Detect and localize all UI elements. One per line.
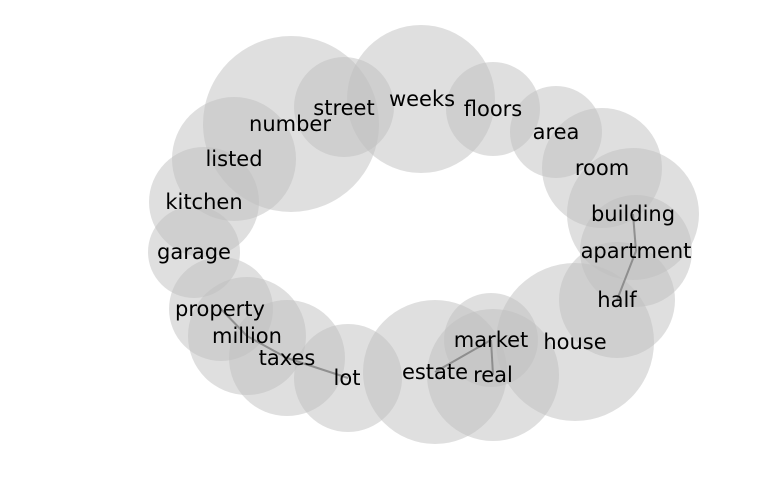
word-label-lot: lot <box>334 366 361 390</box>
edge-estate-market <box>434 339 492 373</box>
word-label-estate: estate <box>402 360 468 384</box>
word-label-weeks: weeks <box>389 87 455 111</box>
word-label-listed: listed <box>205 147 262 171</box>
word-label-real: real <box>473 363 513 387</box>
edge-property-million <box>220 308 248 337</box>
word-label-garage: garage <box>157 240 231 264</box>
word-label-apartment: apartment <box>581 239 692 263</box>
word-label-number: number <box>249 112 331 136</box>
edge-building-apartment <box>632 213 637 252</box>
edge-taxes-lot <box>286 357 349 379</box>
word-label-kitchen: kitchen <box>165 190 242 214</box>
word-label-property: property <box>175 297 265 321</box>
word-label-market: market <box>454 328 529 352</box>
word-label-building: building <box>591 202 675 226</box>
word-label-area: area <box>533 120 580 144</box>
edge-million-taxes <box>246 335 288 359</box>
word-label-half: half <box>597 288 637 312</box>
word-label-million: million <box>212 324 282 348</box>
word-label-street: street <box>313 96 374 120</box>
word-label-house: house <box>543 330 606 354</box>
edge-apartment-half <box>616 250 637 301</box>
edge-layer <box>220 213 637 379</box>
word-label-taxes: taxes <box>259 346 316 370</box>
edge-market-real <box>490 339 494 376</box>
word-label-floors: floors <box>464 97 523 121</box>
word-label-room: room <box>575 156 629 180</box>
